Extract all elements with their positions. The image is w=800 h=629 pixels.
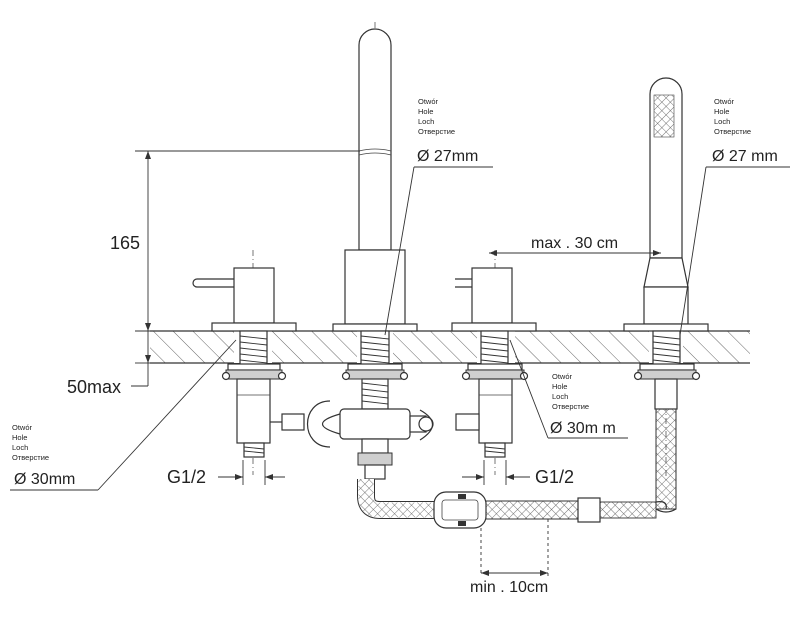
hole-callout-shower-line-1: Otwór <box>714 97 735 106</box>
hole-callout-right-valve-line-4: Отверстие <box>552 402 589 411</box>
hole-callout-left-valve-line-1: Otwór <box>12 423 33 432</box>
hole-callout-right-valve-line-3: Loch <box>552 392 568 401</box>
thread-g12-right: G1/2 <box>462 460 574 487</box>
hole-callout-right-valve-line-1: Otwór <box>552 372 573 381</box>
hole-callout-left-valve-line-4: Отверстие <box>12 453 49 462</box>
hole-callout-spout-diameter: Ø 27mm <box>417 148 478 165</box>
left-valve <box>192 250 297 475</box>
center-spout <box>307 22 434 480</box>
dimension-165-label: 165 <box>110 233 140 253</box>
hole-callout-left-valve-diameter: Ø 30mm <box>14 471 75 488</box>
shower-hose <box>357 479 667 529</box>
dimension-max-30cm-label: max . 30 cm <box>531 235 618 252</box>
hole-callout-spout-line-4: Отверстие <box>418 127 455 136</box>
dimension-min-10cm: min . 10cm <box>470 519 549 596</box>
hole-callout-spout-line-3: Loch <box>418 117 434 126</box>
hole-callout-shower-diameter: Ø 27 mm <box>712 148 778 165</box>
hole-callout-right-valve-diameter: Ø 30m m <box>550 420 616 437</box>
hole-callout-right-valve: Otwór Hole Loch Отверстие Ø 30m m <box>509 339 628 439</box>
hole-callout-shower: Otwór Hole Loch Отверстие Ø 27 mm <box>679 97 790 336</box>
thread-g12-right-label: G1/2 <box>535 467 574 487</box>
hole-callout-left-valve-line-2: Hole <box>12 433 27 442</box>
hole-callout-shower-line-4: Отверстие <box>714 127 751 136</box>
hand-shower <box>623 77 709 513</box>
dimension-165: 165 <box>110 150 360 332</box>
dimension-50max-label: 50max <box>67 377 121 397</box>
hole-callout-shower-line-3: Loch <box>714 117 730 126</box>
right-valve <box>270 250 537 475</box>
hole-callout-left-valve-line-3: Loch <box>12 443 28 452</box>
hole-callout-left-valve: Otwór Hole Loch Отверстие Ø 30mm <box>10 339 237 491</box>
hole-callout-spout-line-1: Otwór <box>418 97 439 106</box>
hole-callout-shower-line-2: Hole <box>714 107 729 116</box>
dimension-min-10cm-label: min . 10cm <box>470 579 548 596</box>
thread-g12-left: G1/2 <box>167 460 285 487</box>
dimension-50max: 50max <box>67 331 151 397</box>
hole-callout-spout-line-2: Hole <box>418 107 433 116</box>
dimension-max-30cm: max . 30 cm <box>489 235 661 256</box>
hole-callout-right-valve-line-2: Hole <box>552 382 567 391</box>
thread-g12-left-label: G1/2 <box>167 467 206 487</box>
hole-callout-spout: Otwór Hole Loch Отверстие Ø 27mm <box>384 97 493 336</box>
